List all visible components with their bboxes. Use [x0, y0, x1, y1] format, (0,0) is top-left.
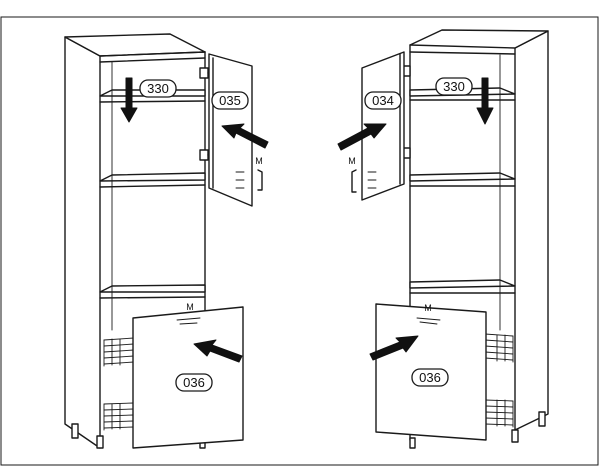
left-lower-door-handle: [176, 317, 201, 325]
right-door-m-label: M: [348, 156, 356, 166]
right-cabinet: M 034 330 M 036: [337, 29, 549, 449]
left-basket-lower: [103, 402, 135, 431]
label-036-left-box: [175, 373, 213, 392]
label-034: 034: [372, 93, 394, 108]
left-shelf-2-edge: [99, 184, 206, 188]
right-lower-door-handle: [416, 317, 441, 325]
door-handle-icon: [351, 169, 357, 193]
right-cabinet-side-panel: [514, 30, 549, 431]
left-cabinet-side-panel: [64, 36, 101, 449]
label-330-left: 330: [147, 81, 169, 96]
right-cabinet-top: [409, 29, 549, 49]
right-cabinet-leg-1: [409, 437, 416, 449]
right-shelf-3: [409, 279, 516, 289]
label-330-left-box: [139, 79, 177, 98]
left-shelf-3: [99, 284, 206, 293]
insert-arrow-icon: [476, 77, 494, 125]
left-cabinet: M 330 035 M 036: [64, 33, 269, 449]
right-cabinet-leg-2: [511, 429, 519, 443]
right-cabinet-leg-3: [538, 411, 546, 427]
insert-arrow-icon: [369, 335, 419, 361]
label-036-left: 036: [183, 375, 205, 390]
right-door-marks: [367, 171, 377, 189]
diagram-frame: [0, 16, 599, 466]
left-door-m-label: M: [255, 156, 263, 166]
right-basket-upper: [484, 333, 514, 363]
left-door-marks: [235, 171, 245, 189]
label-034-box: [364, 91, 402, 110]
left-cabinet-top-inner: [99, 57, 206, 63]
label-330-right: 330: [443, 79, 465, 94]
left-shelf-2: [99, 172, 206, 182]
label-330-right-box: [435, 77, 473, 96]
label-035: 035: [219, 93, 241, 108]
insert-arrow-icon: [120, 77, 138, 123]
right-basket-lower: [484, 399, 514, 428]
door-handle-icon: [257, 169, 263, 191]
right-cabinet-top-inner: [409, 51, 516, 55]
left-shelf-1-edge: [99, 100, 206, 103]
right-lower-door-m-label: M: [424, 303, 432, 313]
label-035-box: [211, 91, 249, 110]
right-shelf-2: [409, 172, 516, 182]
left-basket-upper: [103, 337, 135, 367]
insert-arrow-icon: [193, 339, 243, 363]
insert-arrow-icon: [337, 123, 387, 151]
left-cabinet-front-top: [99, 51, 206, 57]
left-cabinet-leg-2: [96, 435, 104, 449]
left-cabinet-leg-1: [71, 423, 79, 439]
label-036-right: 036: [419, 370, 441, 385]
insert-arrow-icon: [221, 123, 269, 149]
label-036-right-box: [411, 368, 449, 387]
left-shelf-3-edge: [99, 296, 206, 299]
left-lower-door-m-label: M: [186, 302, 194, 312]
